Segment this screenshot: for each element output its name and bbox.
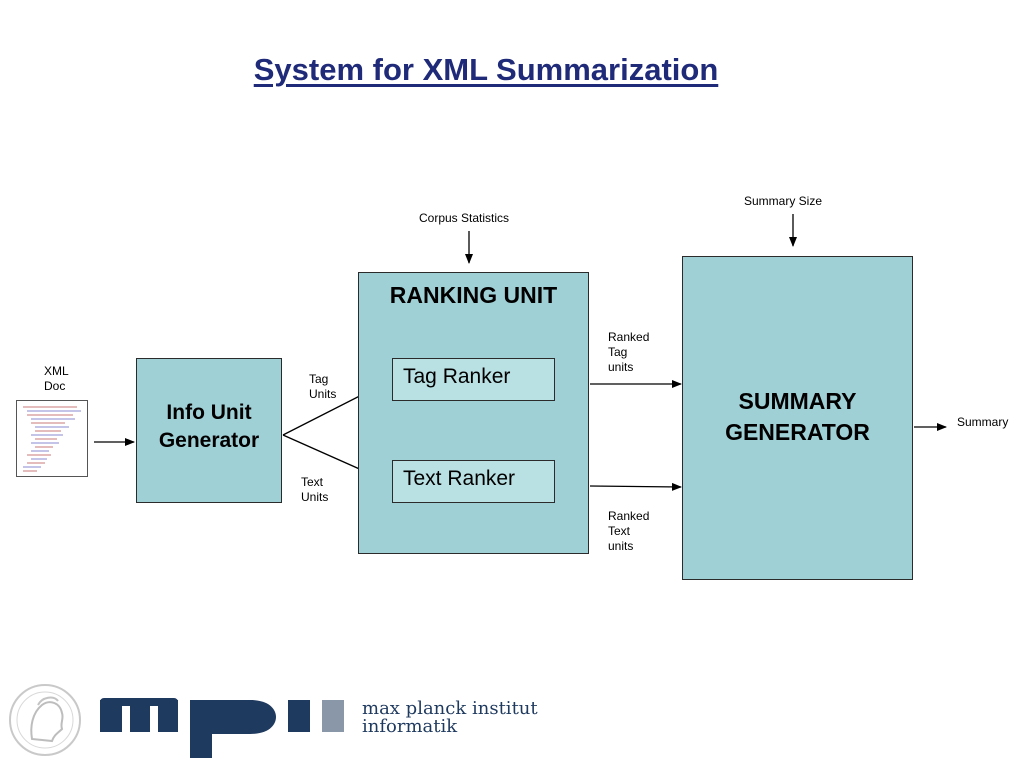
minerva-seal-icon	[8, 683, 82, 757]
xml-document-icon	[16, 400, 88, 477]
ranking-unit-block: RANKING UNIT	[358, 272, 589, 554]
corpus-statistics-label: Corpus Statistics	[419, 211, 510, 225]
tag-units-label: Tag Units	[309, 372, 337, 401]
page-title: System for XML Summarization	[253, 52, 719, 87]
summary-generator-block: SUMMARY GENERATOR	[682, 256, 913, 580]
institute-name-line1: max planck institut	[362, 698, 538, 719]
arrow-ranked-text	[589, 482, 682, 491]
text-units-label: Text Units	[301, 475, 329, 504]
ranked-text-units-label: Ranked Text units	[608, 509, 650, 553]
info-unit-generator-label: Info Unit Generator	[158, 401, 260, 452]
info-unit-generator-block: Info Unit Generator	[136, 358, 282, 503]
institute-name-line2: informatik	[362, 716, 458, 737]
summary-output-label: Summary	[957, 415, 1009, 429]
ranking-unit-label: RANKING UNIT	[389, 282, 558, 308]
summary-size-label: Summary Size	[744, 194, 823, 208]
text-ranker-label: Text Ranker	[403, 467, 516, 490]
ranked-tag-units-label: Ranked Tag units	[608, 330, 650, 374]
tag-ranker-block: Tag Ranker	[392, 358, 555, 401]
summary-generator-label: SUMMARY GENERATOR	[725, 388, 870, 445]
tag-ranker-label: Tag Ranker	[403, 365, 511, 388]
xml-doc-label: XML Doc	[44, 364, 69, 393]
text-ranker-block: Text Ranker	[392, 460, 555, 503]
mpi-logo-icon	[100, 690, 350, 762]
